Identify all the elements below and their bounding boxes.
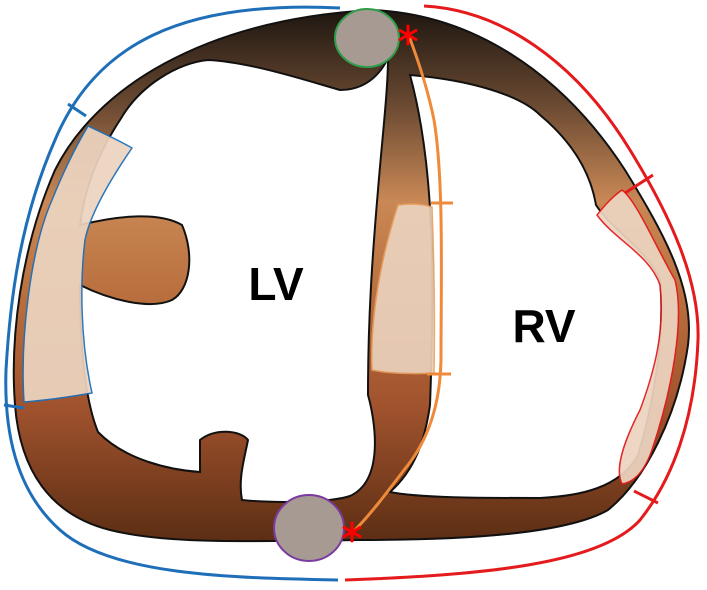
rv-tick-lower <box>633 489 659 505</box>
anterior-insertion-point <box>334 8 400 68</box>
rv-label: RV <box>512 300 575 352</box>
lv-tick-upper <box>67 102 87 118</box>
lv-label: LV <box>248 258 304 310</box>
rv-tick-upper <box>624 173 654 195</box>
lv-lateral-segment <box>22 125 134 403</box>
septal-contour <box>351 35 443 534</box>
myocardium <box>12 8 690 543</box>
rv-free-wall-segment <box>596 189 680 485</box>
asterisk-icon-inferior <box>342 521 362 543</box>
rv-epicardial-contour <box>344 4 700 582</box>
asterisk-icon-anterior <box>398 24 418 46</box>
lv-tick-lower <box>3 403 25 410</box>
inferior-insertion-point <box>273 494 345 562</box>
lv-epicardial-contour <box>4 5 341 582</box>
